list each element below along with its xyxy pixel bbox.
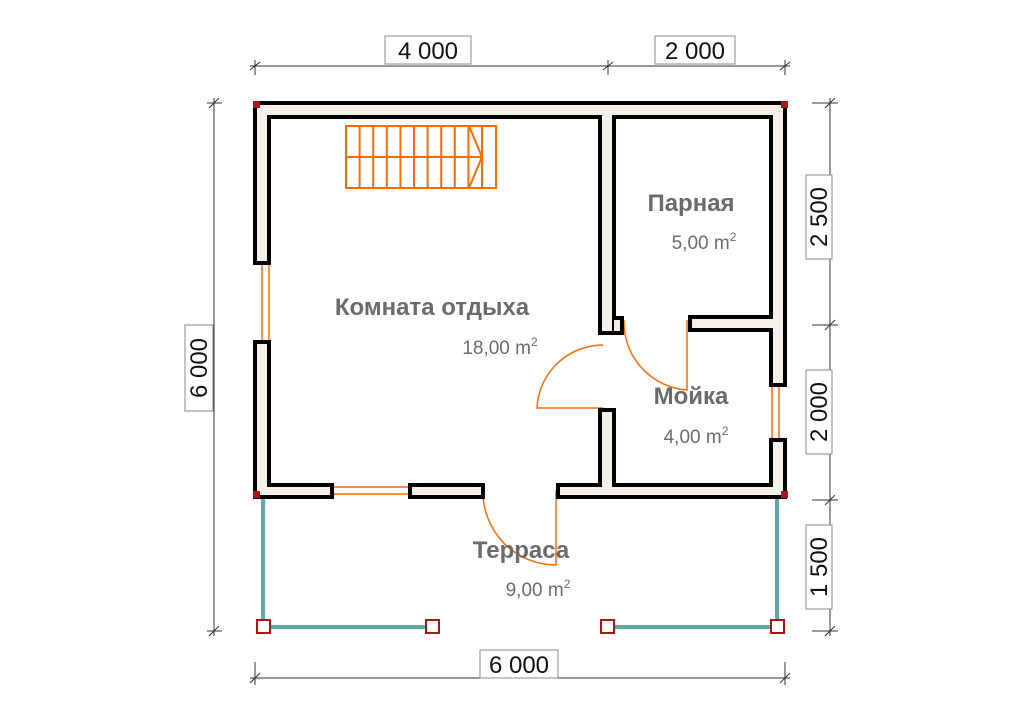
- wall-fill: [560, 487, 783, 495]
- dim-left: 6 000: [186, 338, 213, 398]
- dim-right-top: 2 500: [806, 187, 833, 247]
- wall-fill: [257, 105, 267, 261]
- room-name-rest: Комната отдыха: [335, 294, 530, 321]
- dim-right-bottom: 1 500: [806, 537, 833, 597]
- wall-fill: [257, 105, 783, 115]
- doors: [482, 319, 688, 566]
- room-area-terrace: 9,00 m2: [506, 577, 571, 601]
- walls: [253, 101, 787, 499]
- room-name-wash: Мойка: [654, 383, 729, 410]
- wall-fill: [412, 487, 481, 495]
- terrace-railing: [261, 497, 779, 629]
- dim-bottom: 6 000: [489, 652, 549, 679]
- stairs: [345, 125, 497, 189]
- room-name-terrace: Терраса: [473, 537, 570, 564]
- dimension-label-boxes: [184, 35, 833, 679]
- corner-markers: [253, 101, 788, 498]
- wall-fill: [602, 105, 612, 331]
- wall-fill: [692, 319, 783, 328]
- wall-fill: [614, 320, 620, 331]
- dim-right-middle: 2 000: [806, 382, 833, 442]
- dim-top-right: 2 000: [665, 38, 725, 65]
- room-area-wash: 4,00 m2: [664, 424, 729, 448]
- room-name-steam: Парная: [647, 190, 734, 217]
- wall-fill: [602, 412, 612, 495]
- wall-fill: [773, 442, 783, 495]
- terrace-posts: [256, 619, 785, 634]
- room-area-rest: 18,00 m2: [462, 335, 538, 359]
- wall-fill: [257, 344, 267, 495]
- wall-fill: [257, 487, 330, 495]
- room-area-steam: 5,00 m2: [672, 230, 737, 254]
- wall-fill: [773, 105, 783, 383]
- dim-top-left: 4 000: [398, 38, 458, 65]
